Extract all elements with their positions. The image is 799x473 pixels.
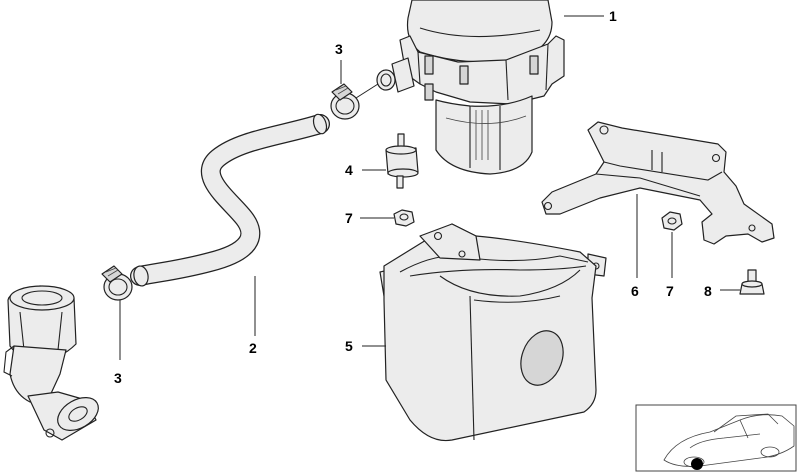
check-valve bbox=[3, 285, 99, 441]
screw[interactable] bbox=[739, 269, 765, 295]
callout-4: 4 bbox=[345, 162, 353, 178]
callout-labels: 1 3 4 7 2 3 5 6 7 8 bbox=[114, 8, 712, 386]
callout-3-bottom: 3 bbox=[114, 370, 122, 386]
hose-clamp-bottom[interactable] bbox=[101, 265, 133, 301]
car-silhouette bbox=[663, 413, 795, 468]
callout-7-right: 7 bbox=[666, 283, 674, 299]
callout-7-left: 7 bbox=[345, 210, 353, 226]
nut-right[interactable] bbox=[661, 211, 683, 231]
support-bracket[interactable] bbox=[541, 121, 775, 245]
callout-3-top: 3 bbox=[335, 41, 343, 57]
callout-8: 8 bbox=[704, 283, 712, 299]
leader-lines bbox=[119, 15, 740, 360]
air-hose[interactable] bbox=[130, 113, 330, 287]
callout-5: 5 bbox=[345, 338, 353, 354]
callout-2: 2 bbox=[249, 340, 257, 356]
rubber-mount[interactable] bbox=[385, 133, 419, 189]
pump-bracket-cover[interactable] bbox=[379, 223, 607, 442]
callout-1: 1 bbox=[609, 8, 617, 24]
vehicle-location-inset bbox=[635, 404, 797, 472]
nut-left[interactable] bbox=[393, 209, 415, 227]
location-marker bbox=[691, 458, 703, 470]
air-pump[interactable] bbox=[376, 0, 565, 175]
hose-clamp-top[interactable] bbox=[330, 83, 360, 120]
callout-6: 6 bbox=[631, 283, 639, 299]
